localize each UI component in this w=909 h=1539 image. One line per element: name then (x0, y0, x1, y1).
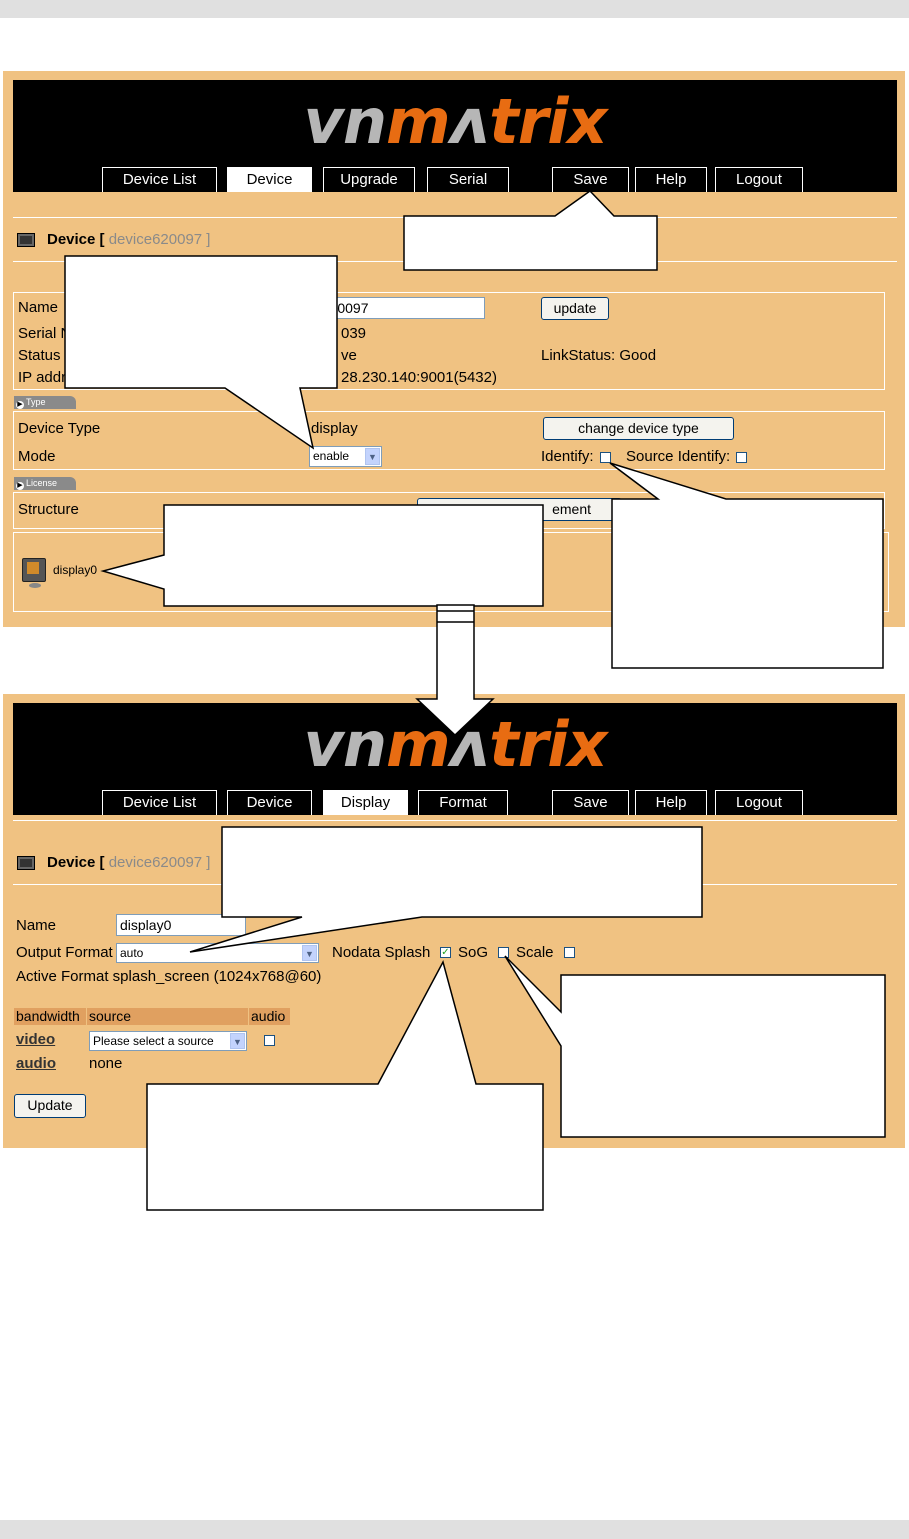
type-box (13, 411, 885, 470)
device-screen: vnmʌtrix Device List Device Upgrade Seri… (3, 71, 905, 627)
scale-checkbox[interactable] (564, 947, 575, 958)
active-format: Active Format splash_screen (1024x768@60… (16, 968, 322, 985)
source-identify-label: Source Identify: (626, 448, 731, 465)
output-format-select[interactable]: auto▼ (116, 943, 319, 963)
vnmatrix-logo: vnmʌtrix (303, 708, 607, 781)
status-value: ve (341, 347, 357, 364)
device-info-box (13, 292, 885, 390)
scale-label: Scale (516, 944, 554, 961)
device-type-label: Device Type (18, 420, 101, 437)
ip-value: 28.230.140:9001(5432) (341, 369, 497, 386)
ip-label: IP addr (18, 369, 67, 386)
video-link[interactable]: video (16, 1031, 56, 1048)
tab-device-list[interactable]: Device List (102, 790, 217, 815)
vnmatrix-logo: vnmʌtrix (303, 85, 607, 158)
divider (13, 217, 897, 218)
tab-help[interactable]: Help (635, 167, 707, 192)
audio-source-value: none (89, 1055, 123, 1072)
page-title: Device [ device620097 ] (17, 854, 210, 871)
page-title: Device [ device620097 ] (17, 231, 210, 248)
tab-upgrade[interactable]: Upgrade (323, 167, 415, 192)
video-source-select[interactable]: Please select a source▼ (89, 1031, 247, 1051)
license-management-button[interactable]: ement (417, 498, 622, 521)
app-header: vnmʌtrix Device List Device Display Form… (13, 703, 897, 815)
update-button[interactable]: Update (14, 1094, 86, 1118)
audio-link[interactable]: audio (16, 1055, 56, 1072)
device-icon (17, 856, 35, 871)
device-type-value: display (311, 420, 358, 437)
structure-label: Structure (18, 501, 79, 518)
tab-save[interactable]: Save (552, 167, 629, 192)
audio-header: audio (249, 1008, 290, 1025)
display-screen: vnmʌtrix Device List Device Display Form… (3, 694, 905, 1148)
tab-device-list[interactable]: Device List (102, 167, 217, 192)
mode-label: Mode (18, 448, 56, 465)
nodata-splash-label: Nodata Splash (332, 944, 431, 961)
sog-label: SoG (458, 944, 489, 961)
app-header: vnmʌtrix Device List Device Upgrade Seri… (13, 80, 897, 192)
bandwidth-header: bandwidth (14, 1008, 86, 1025)
structure-box (13, 532, 889, 612)
type-section-tab[interactable]: ▶Type (14, 396, 76, 409)
tab-device[interactable]: Device (227, 790, 312, 815)
page-top-bar (0, 0, 909, 18)
source-header: source (87, 1008, 248, 1025)
chevron-down-icon: ▼ (365, 448, 380, 465)
tab-logout[interactable]: Logout (715, 790, 803, 815)
license-section-tab[interactable]: ▶License (14, 477, 76, 490)
device-name-input[interactable]: ce620097 (303, 297, 485, 319)
video-audio-checkbox[interactable] (264, 1035, 275, 1046)
arrow-right-icon: ▶ (16, 401, 24, 409)
chevron-down-icon: ▼ (230, 1033, 245, 1049)
tab-device[interactable]: Device (227, 167, 312, 192)
tab-help[interactable]: Help (635, 790, 707, 815)
display-name-input[interactable]: display0 (116, 914, 246, 936)
tab-save[interactable]: Save (552, 790, 629, 815)
status-label: Status (18, 347, 61, 364)
page-bottom-bar (0, 1520, 909, 1539)
display-icon (22, 558, 46, 588)
name-label: Name (16, 917, 57, 934)
identify-label: Identify: (541, 448, 594, 465)
output-format-label: Output Format (16, 944, 113, 961)
change-device-type-button[interactable]: change device type (543, 417, 734, 440)
device-icon (17, 233, 35, 248)
tab-serial[interactable]: Serial (427, 167, 509, 192)
name-label: Name (18, 299, 59, 316)
sog-checkbox[interactable] (498, 947, 509, 958)
update-name-button[interactable]: update (541, 297, 609, 320)
source-identify-checkbox[interactable] (736, 452, 747, 463)
tab-display[interactable]: Display (323, 790, 408, 815)
serial-label: Serial N (18, 325, 72, 342)
nodata-splash-checkbox[interactable]: ✓ (440, 947, 451, 958)
serial-value: 039 (341, 325, 367, 342)
chevron-down-icon: ▼ (302, 945, 317, 961)
display0-item[interactable]: display0 (53, 563, 98, 577)
mode-select[interactable]: enable▼ (309, 446, 382, 467)
tab-logout[interactable]: Logout (715, 167, 803, 192)
identify-checkbox[interactable] (600, 452, 611, 463)
divider (13, 820, 897, 821)
link-status: LinkStatus: Good (541, 347, 657, 364)
divider (13, 261, 897, 262)
divider (13, 884, 897, 885)
arrow-right-icon: ▶ (16, 482, 24, 490)
tab-format[interactable]: Format (418, 790, 508, 815)
